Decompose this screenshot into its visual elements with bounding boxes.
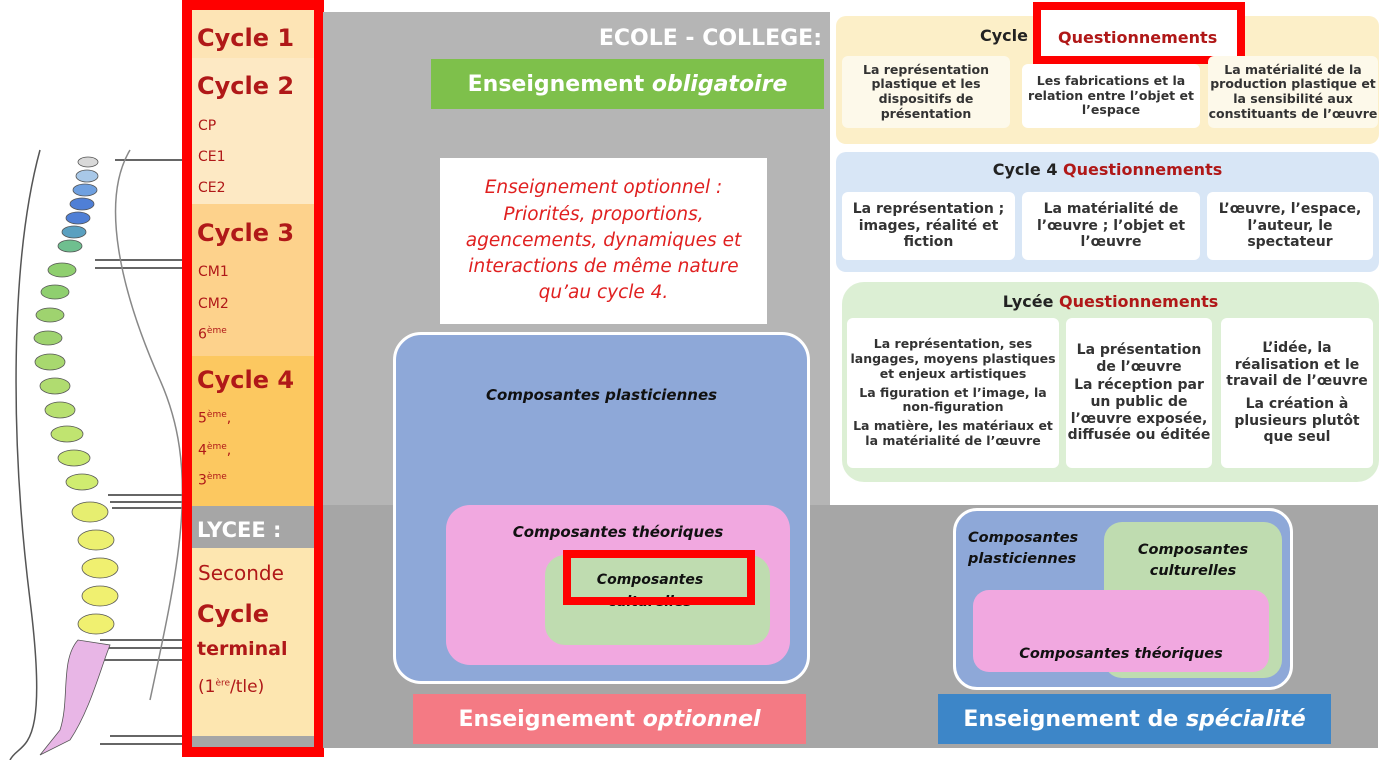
troisieme-label: 3ème — [198, 472, 227, 489]
culturelles-highlight — [563, 550, 755, 605]
cycle4-label: Cycle 4 — [197, 366, 295, 394]
lycee-label: LYCEE : — [197, 518, 282, 542]
cycle4-item-1: La représentation ; images, réalité et f… — [842, 192, 1015, 260]
cycle4-title: Cycle 4 Questionnements — [992, 160, 1223, 179]
cp-label: CP — [198, 118, 217, 134]
lycee-levels-bg — [190, 548, 320, 736]
cycle-terminal-label-2: terminal — [197, 638, 288, 660]
cycle3-questionnements-tag — [1038, 8, 1238, 64]
lycee-col2-a: La présentation de l’œuvre — [1076, 342, 1202, 375]
optionnel-banner: Enseignement optionnel — [413, 694, 806, 744]
ecole-college-header: ECOLE - COLLEGE: — [598, 26, 822, 51]
cm2-label: CM2 — [198, 296, 229, 312]
cycle4-bg — [190, 356, 320, 506]
cycle3-bg — [190, 204, 320, 356]
specialite-banner: Enseignement de spécialité — [938, 694, 1331, 744]
optionnel-theoriques-label: Composantes théoriques — [512, 523, 724, 541]
cycle3-item-2: Les fabrications et la relation entre l’… — [1022, 64, 1200, 128]
lycee-header-bg — [190, 506, 320, 548]
cycle4-item-2: La matérialité de l’œuvre ; l’objet et l… — [1022, 192, 1200, 260]
cm1-label: CM1 — [198, 264, 229, 280]
quatrieme-label: 4ème, — [198, 442, 232, 459]
cycle3-questionnements: Questionnements — [1058, 28, 1218, 47]
lycee-col1: La représentation, ses langages, moyens … — [847, 318, 1059, 468]
ce2-label: CE2 — [198, 180, 226, 196]
lycee-col2: La présentation de l’œuvre La réception … — [1066, 318, 1212, 468]
specialite-theoriques-box — [973, 590, 1269, 672]
cycle3-questionnements-highlight — [1033, 2, 1245, 64]
lycee-col3: L’idée, la réalisation et le travail de … — [1221, 318, 1373, 468]
lycee-col1-a: La représentation, ses langages, moyens … — [850, 336, 1056, 381]
lycee-title: Lycée Questionnements — [1002, 292, 1219, 311]
obligatoire-banner: Enseignement obligatoire — [431, 59, 824, 109]
optionnel-note: Enseignement optionnel : Priorités, prop… — [440, 158, 767, 324]
cycle-column: Cycle 1 Cycle 2 CP CE1 CE2 Cycle 3 CM1 C… — [190, 0, 320, 757]
optionnel-plasticiennes-label: Composantes plasticiennes — [485, 386, 718, 404]
cinquieme-label: 5ème, — [198, 410, 232, 427]
sixieme-label: 6ème — [198, 326, 227, 343]
seconde-label: Seconde — [198, 561, 284, 585]
specialite-culturelles-label: Composantes culturelles — [1137, 542, 1249, 580]
lycee-col2-b: La réception par un public de l’œuvre ex… — [1067, 377, 1211, 444]
cycle1-bg — [190, 8, 320, 58]
ce1-label: CE1 — [198, 149, 226, 165]
spine-illustration — [9, 149, 200, 760]
specialite-theoriques-label: Composantes théoriques — [1019, 646, 1223, 662]
cycle1-label: Cycle 1 — [197, 24, 295, 52]
lycee-col1-c: La matière, les matériaux et la matérial… — [853, 418, 1053, 448]
cycle2-bg — [190, 58, 320, 204]
premiere-terminale-label: (1ère/tle) — [198, 677, 265, 697]
cycle3-label: Cycle 3 — [197, 219, 295, 247]
cycle3-item-1: La représentation plastique et les dispo… — [842, 56, 1010, 128]
cycle3-title: Cycle 3 — [980, 26, 1045, 45]
lycee-col3-b: La création à plusieurs plutôt que seul — [1234, 396, 1360, 446]
cycle-column-highlight — [182, 0, 324, 757]
lycee-col3-a: L’idée, la réalisation et le travail de … — [1226, 340, 1368, 390]
cycle4-item-3: L’œuvre, l’espace, l’auteur, le spectate… — [1207, 192, 1373, 260]
lycee-col1-b: La figuration et l’image, la non-figurat… — [859, 384, 1047, 415]
cycle2-label: Cycle 2 — [197, 72, 295, 100]
cycle-terminal-label-1: Cycle — [197, 600, 269, 628]
specialite-plasticiennes-label: Composantes plasticiennes — [968, 530, 1079, 568]
cycle3-item-3: La matérialité de la production plastiqu… — [1208, 56, 1378, 128]
